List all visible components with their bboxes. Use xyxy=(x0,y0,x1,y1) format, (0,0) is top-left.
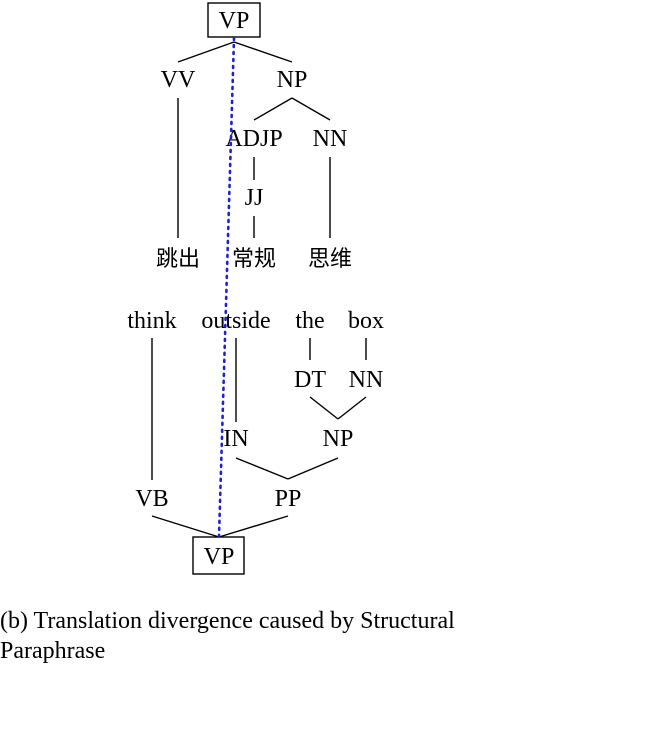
source-node-np: NP xyxy=(277,67,308,93)
edge-in-pp xyxy=(235,457,289,480)
source-node-adjp: ADJP xyxy=(225,126,282,152)
target-node-np: NP xyxy=(323,426,354,452)
target-root-label: VP xyxy=(204,544,235,570)
source-word-3: 思维 xyxy=(308,247,352,272)
source-node-vv: VV xyxy=(161,67,196,93)
target-word-the: the xyxy=(295,308,324,334)
edge-vp-vv xyxy=(177,41,235,63)
target-word-outside: outside xyxy=(201,308,270,334)
source-word-1: 跳出 xyxy=(156,247,200,272)
figure-caption: (b) Translation divergence caused by Str… xyxy=(0,608,455,664)
target-word-think: think xyxy=(127,308,176,334)
parse-tree-diagram: VP VV NP ADJP NN JJ 跳出 常规 思维 think outsi… xyxy=(127,2,384,575)
edge-vb-vp xyxy=(151,515,220,538)
source-word-2: 常规 xyxy=(232,247,276,272)
edge-dt-np xyxy=(309,396,339,420)
source-node-jj: JJ xyxy=(245,185,264,211)
edge-np-nn xyxy=(291,97,331,121)
edge-nn-np xyxy=(337,396,367,420)
target-node-pp: PP xyxy=(275,486,302,512)
target-node-dt: DT xyxy=(294,367,326,393)
edge-np-adjp xyxy=(253,97,293,121)
target-node-nn: NN xyxy=(349,367,384,393)
source-root-label: VP xyxy=(219,8,250,34)
edge-pp-vp xyxy=(218,515,289,538)
edge-np-pp xyxy=(287,457,339,480)
alignment-dotted-line xyxy=(217,36,236,538)
target-node-in: IN xyxy=(223,426,248,452)
source-node-nn: NN xyxy=(313,126,348,152)
target-node-vb: VB xyxy=(135,486,168,512)
target-word-box: box xyxy=(348,308,384,334)
edge-vp-np xyxy=(233,41,293,63)
